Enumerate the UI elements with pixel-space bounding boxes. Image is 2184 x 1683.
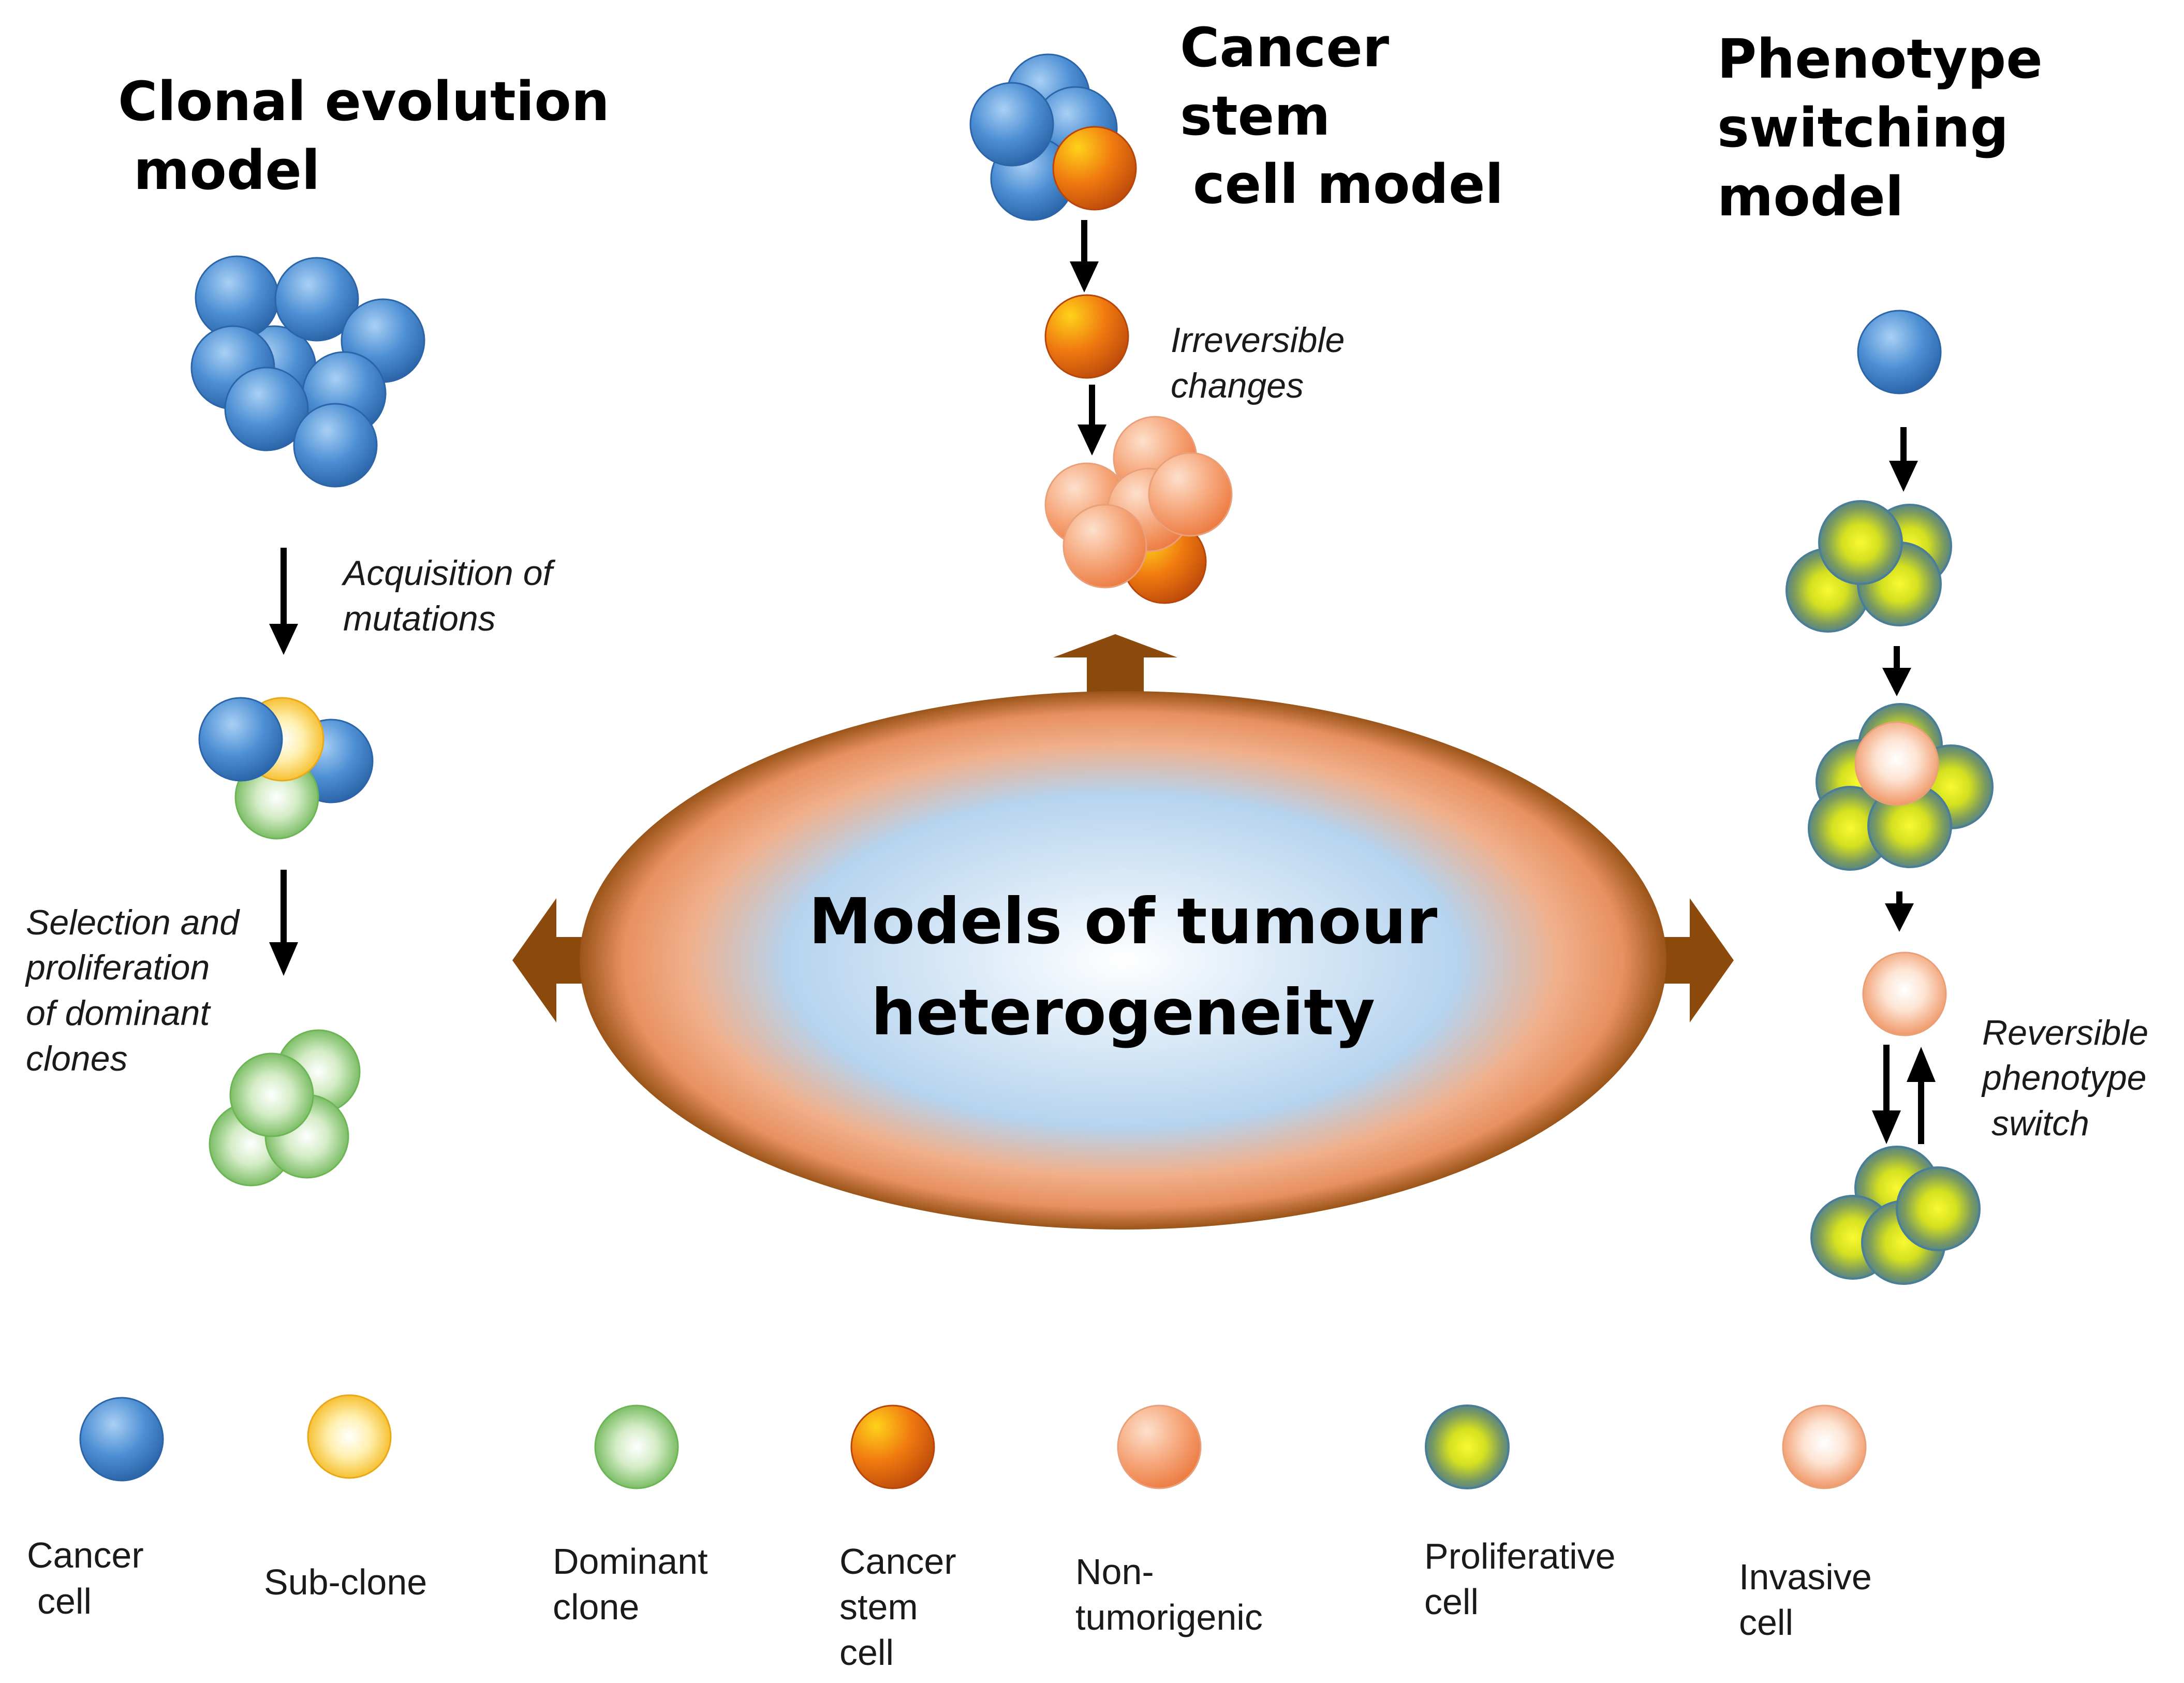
clonal-title-line2: model (134, 139, 320, 202)
clonal-note1-line1: Acquisition of (341, 553, 556, 593)
legend-invasive-cell-line1: Invasive (1739, 1557, 1872, 1597)
clonal-note1-line2: mutations (343, 599, 496, 638)
stem-arrow-2 (1078, 385, 1106, 456)
non-tumorigenic-icon (1117, 1404, 1202, 1489)
clonal-note2-line2: proliferation (25, 948, 210, 987)
legend-dominant-clone-line2: clone (553, 1587, 639, 1627)
clonal-cluster-dominant (209, 1029, 361, 1187)
phenotype-cluster-proliferative-2 (1810, 1146, 1981, 1285)
clonal-arrow-2 (269, 870, 298, 976)
legend-cancer-cell-line2: cell (37, 1581, 92, 1621)
sub-clone-icon (307, 1394, 392, 1479)
phenotype-arrow-3 (1885, 891, 1914, 932)
legend-proliferative-cell-line2: cell (1424, 1582, 1479, 1622)
phenotype-title-line2: switching (1717, 96, 2009, 159)
legend-invasive-cell-line2: cell (1739, 1602, 1793, 1643)
dominant-clone-icon (594, 1404, 679, 1489)
clonal-note2-line4: clones (26, 1039, 128, 1078)
legend-sub-clone-line1: Sub-clone (264, 1562, 427, 1602)
center-title-line2: heterogeneity (871, 976, 1375, 1049)
clonal-cluster-subclone (198, 697, 374, 840)
invasive-cell-icon (1782, 1404, 1867, 1489)
stem-cluster-bottom (1044, 416, 1233, 604)
phenotype-note-line2: phenotype (1981, 1058, 2147, 1097)
clonal-note2-line1: Selection and (26, 903, 240, 942)
phenotype-switch-arrows (1872, 1045, 1936, 1144)
proliferative-cell-icon (1425, 1404, 1510, 1489)
legend-cancer-stem-cell-line2: stem (839, 1587, 918, 1627)
cancer-cell-icon (79, 1397, 164, 1482)
stem-title-line3: cell model (1193, 153, 1503, 216)
clonal-arrow-1 (269, 548, 298, 655)
legend-cancer-stem-cell-line1: Cancer (839, 1541, 956, 1582)
stem-title-line1: Cancer (1180, 16, 1389, 79)
phenotype-cluster-mixed (1808, 703, 1994, 871)
legend-cancer-cell-line1: Cancer (27, 1535, 144, 1575)
phenotype-note-line3: switch (1991, 1104, 2089, 1143)
phenotype-invasive-cell (1862, 952, 1947, 1036)
phenotype-cluster-proliferative-1 (1785, 500, 1952, 633)
legend-cancer-stem-cell-line3: cell (839, 1632, 894, 1673)
stem-note-line2: changes (1171, 366, 1304, 405)
cancer-stem-cell-icon (850, 1404, 935, 1489)
phenotype-title-line3: model (1717, 165, 1903, 228)
stem-cluster-top (969, 53, 1137, 221)
center-title-line1: Models of tumour (809, 885, 1438, 958)
legend-proliferative-cell-line1: Proliferative (1424, 1536, 1616, 1576)
legend-non-tumorigenic-line1: Non- (1075, 1552, 1154, 1592)
clonal-note2-line3: of dominant (26, 993, 211, 1033)
center-ellipse (580, 691, 1666, 1230)
stem-single-cell (1044, 294, 1129, 379)
legend-dominant-clone-line1: Dominant (553, 1541, 708, 1582)
phenotype-title-line1: Phenotype (1717, 27, 2043, 91)
stem-arrow-1 (1070, 220, 1099, 292)
clonal-title-line1: Clonal evolution (118, 70, 610, 133)
phenotype-arrow-2 (1882, 646, 1911, 696)
phenotype-arrow-1 (1889, 427, 1918, 492)
center-arrow-up (1053, 634, 1177, 696)
stem-note-line1: Irreversible (1171, 320, 1345, 360)
clonal-cluster-cancer-cells (190, 255, 425, 488)
legend-non-tumorigenic-line2: tumorigenic (1075, 1597, 1263, 1637)
stem-title-line2: stem (1180, 84, 1331, 148)
phenotype-note-line1: Reversible (1982, 1013, 2148, 1052)
legend: Cancer cell Sub-clone Dominant clone Can… (27, 1394, 1872, 1673)
phenotype-cancer-cell (1857, 310, 1942, 394)
